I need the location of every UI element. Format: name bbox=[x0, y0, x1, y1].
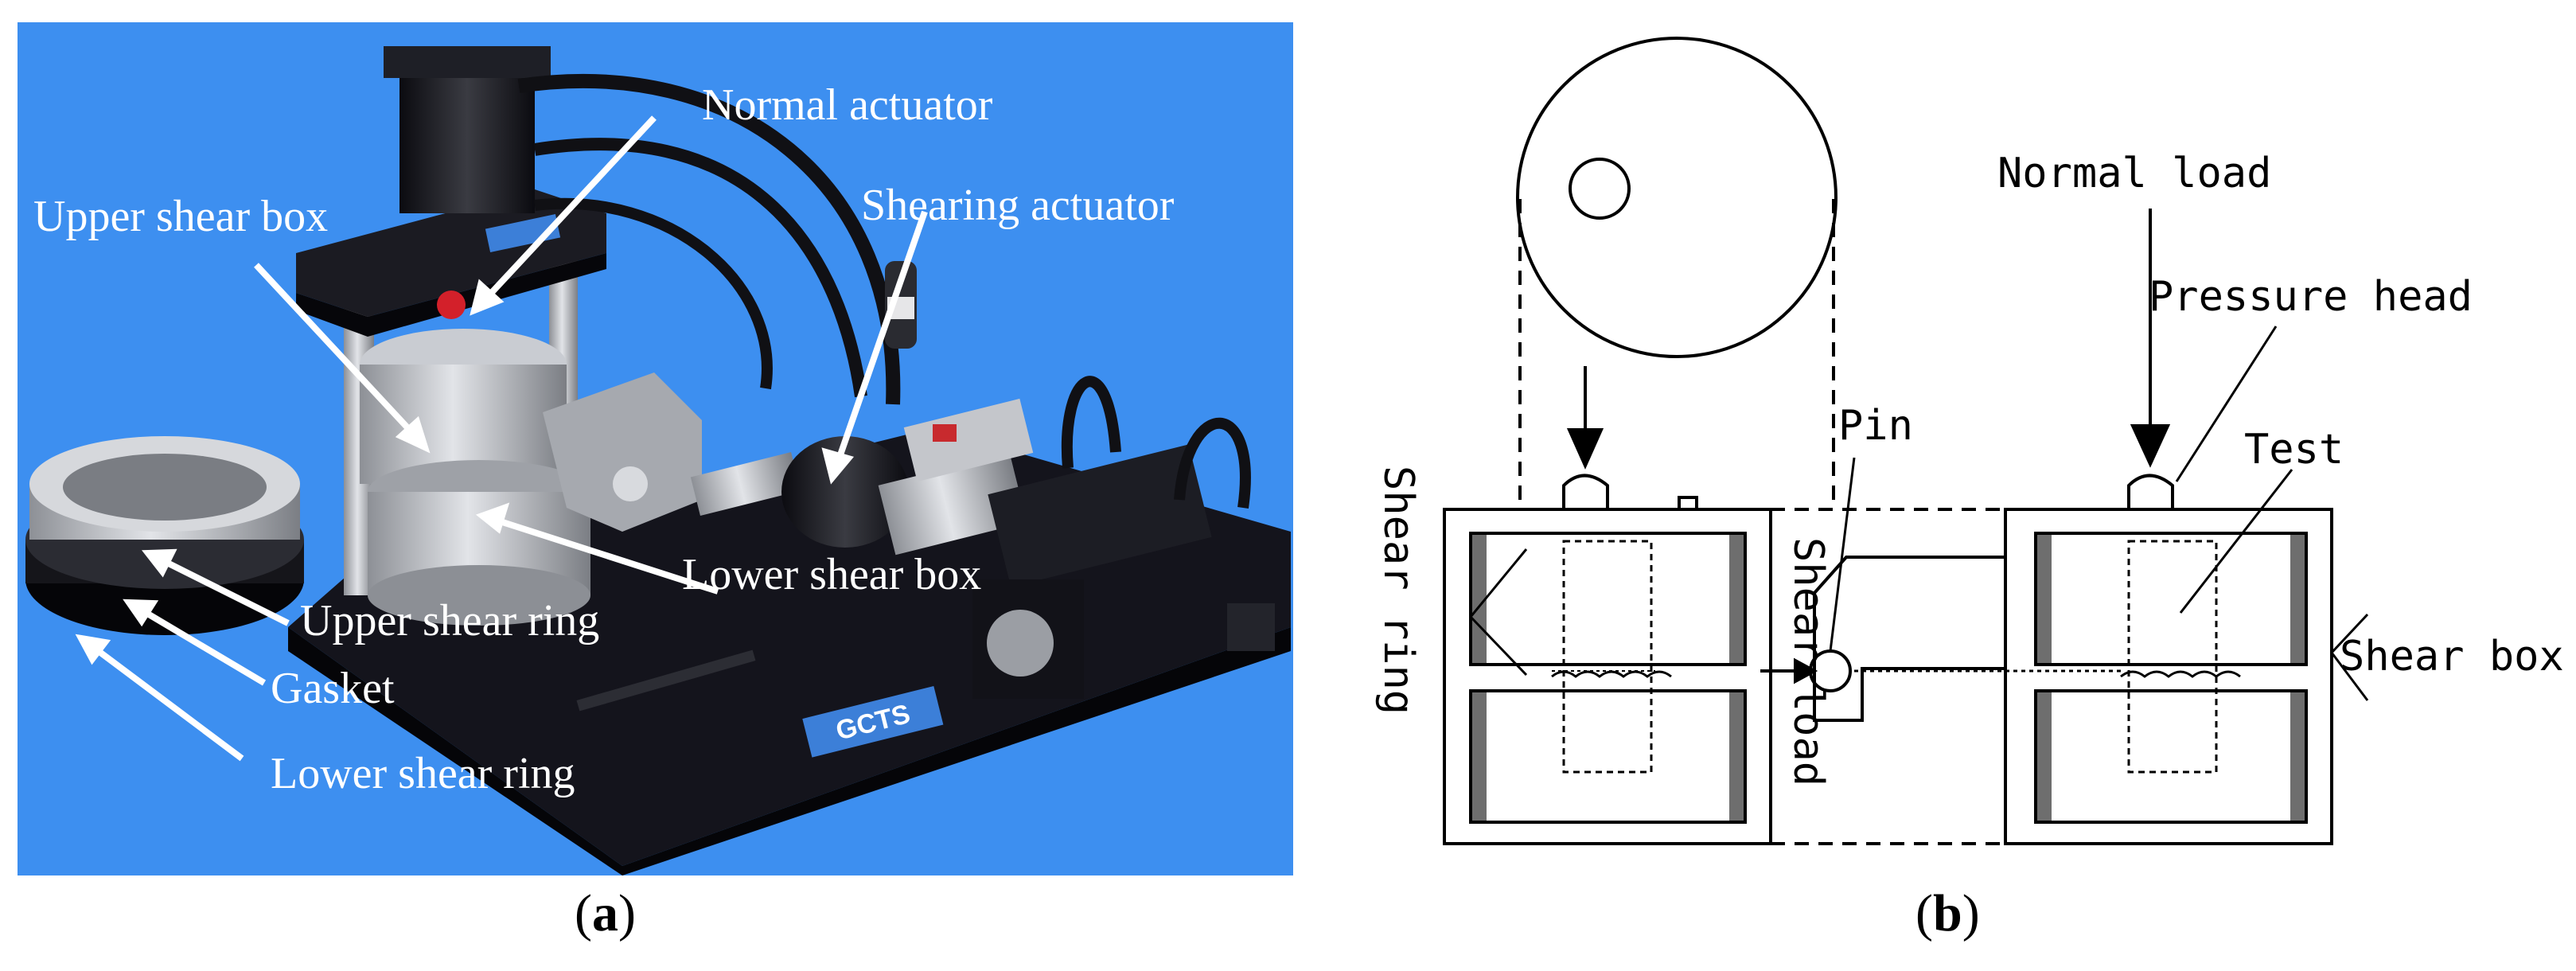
arrowhead-gasket bbox=[123, 599, 159, 627]
valve-block bbox=[903, 398, 1034, 482]
left-specimen bbox=[1562, 540, 1653, 774]
arrowhead-upper-shear-ring bbox=[141, 548, 177, 578]
loading-arm bbox=[1813, 556, 2005, 722]
arrow-normal-actuator bbox=[483, 115, 657, 302]
arrowhead-normal-load bbox=[2130, 424, 2171, 468]
ring-band-l2 bbox=[1729, 535, 1744, 663]
leader-pin bbox=[1829, 457, 1856, 652]
caption-a: (a) bbox=[575, 883, 636, 944]
normal-actuator-cap bbox=[384, 46, 551, 78]
arrow-lower-shear-ring bbox=[91, 644, 244, 762]
arrow-gasket bbox=[138, 606, 267, 686]
left-box-outer bbox=[1443, 508, 1772, 845]
arrowhead-shear-load bbox=[1794, 657, 1818, 684]
ring-band-r2 bbox=[2290, 535, 2305, 663]
right-box-lower bbox=[2034, 689, 2308, 824]
clevis-pin bbox=[613, 466, 648, 501]
leader-test bbox=[2179, 469, 2293, 614]
ring-band-r4 bbox=[2290, 692, 2305, 821]
logo-plate bbox=[802, 685, 944, 758]
caption-a-letter: a bbox=[591, 884, 618, 942]
label-normal-load: Normal load bbox=[1997, 150, 2271, 197]
arrowhead-upper-shear-box bbox=[395, 415, 431, 454]
motor-wheel bbox=[987, 610, 1054, 677]
right-pressure-head bbox=[2127, 474, 2174, 509]
label-shear-load: Shear load bbox=[1784, 537, 1832, 786]
normal-actuator-body bbox=[399, 54, 535, 213]
panel-b-schematic: Normal load Pressure head Pin Test Shear… bbox=[1353, 0, 2576, 875]
arrow-upper-shear-ring bbox=[159, 556, 290, 626]
label-test: Test bbox=[2244, 426, 2344, 474]
left-head bbox=[1562, 474, 1609, 509]
caption-b-open: ( bbox=[1915, 884, 1933, 942]
left-box-lower bbox=[1469, 689, 1747, 824]
apparatus-illustration: GCTS bbox=[25, 46, 1291, 875]
top-view-disk bbox=[1516, 37, 1837, 358]
shearing-actuator-body bbox=[781, 436, 909, 548]
hose-loop-2 bbox=[1174, 417, 1251, 509]
shear-cylinder bbox=[878, 452, 1027, 556]
left-box-upper bbox=[1469, 532, 1747, 666]
left-joint bbox=[1551, 670, 1672, 678]
arrow-upper-shear-box bbox=[254, 263, 418, 439]
red-knob bbox=[437, 291, 466, 319]
top-view-hole bbox=[1569, 158, 1631, 220]
right-specimen bbox=[2127, 540, 2218, 774]
right-box-upper bbox=[2034, 532, 2308, 666]
leader-shear-ring-1 bbox=[1469, 548, 1528, 618]
clevis-arm bbox=[543, 372, 702, 532]
valve-red bbox=[933, 424, 957, 442]
hose-2 bbox=[533, 138, 867, 398]
leader-shear-box-1 bbox=[2330, 613, 2369, 654]
hose-loop-1 bbox=[1061, 376, 1121, 469]
label-upper-shear-ring: Upper shear ring bbox=[300, 596, 599, 645]
arrowhead-normal-actuator bbox=[470, 279, 505, 316]
label-lower-shear-box: Lower shear box bbox=[682, 550, 981, 599]
caption-b-close: ) bbox=[1962, 884, 1980, 942]
label-pin: Pin bbox=[1838, 402, 1913, 450]
leader-shear-ring-2 bbox=[1469, 615, 1528, 677]
label-shear-ring: Shear ring bbox=[1374, 466, 1422, 715]
schematic-drawing: Normal load Pressure head Pin Test Shear… bbox=[1374, 37, 2564, 845]
label-upper-shear-box: Upper shear box bbox=[33, 192, 328, 241]
left-small-block bbox=[1678, 496, 1698, 511]
leader-shear-box-2 bbox=[2330, 652, 2369, 701]
ring-band-r3 bbox=[2037, 692, 2052, 821]
caption-a-open: ( bbox=[575, 884, 592, 942]
caption-b-letter: b bbox=[1932, 884, 1962, 942]
ring-band-r1 bbox=[2037, 535, 2052, 663]
label-lower-shear-ring: Lower shear ring bbox=[271, 749, 575, 798]
label-gasket: Gasket bbox=[271, 664, 395, 713]
ring-band-l3 bbox=[1472, 692, 1487, 821]
gcts-tag bbox=[485, 213, 561, 253]
label-shear-box: Shear box bbox=[2340, 633, 2564, 680]
caption-a-close: ) bbox=[618, 884, 636, 942]
arrow-shearing-actuator bbox=[834, 210, 928, 466]
right-joint bbox=[2120, 670, 2241, 678]
ring-band-l4 bbox=[1729, 692, 1744, 821]
right-box-outer bbox=[2004, 508, 2333, 845]
arrowhead-lower-shear-ring bbox=[75, 634, 111, 665]
arrowhead-shearing-actuator bbox=[821, 447, 855, 485]
arrowhead-lower-shear-box bbox=[475, 502, 510, 534]
label-shearing-actuator: Shearing actuator bbox=[861, 181, 1175, 230]
arrow-lower-shear-box bbox=[493, 517, 719, 595]
end-knob bbox=[1227, 603, 1275, 651]
label-normal-actuator: Normal actuator bbox=[702, 80, 993, 130]
ring-hole bbox=[63, 454, 267, 521]
shear-rod bbox=[690, 452, 801, 516]
shear-motor bbox=[988, 444, 1212, 587]
base-plate-edge bbox=[288, 627, 1291, 875]
panel-a-photo: GCTS bbox=[18, 22, 1293, 875]
lower-box-bottom bbox=[368, 565, 590, 626]
arrowhead-left-load bbox=[1566, 428, 1604, 470]
caption-b: (b) bbox=[1915, 883, 1980, 944]
label-pressure-head: Pressure head bbox=[2149, 273, 2473, 321]
base-slot bbox=[576, 649, 756, 712]
hose-3 bbox=[534, 197, 773, 390]
leader-pressure-head bbox=[2175, 326, 2278, 482]
